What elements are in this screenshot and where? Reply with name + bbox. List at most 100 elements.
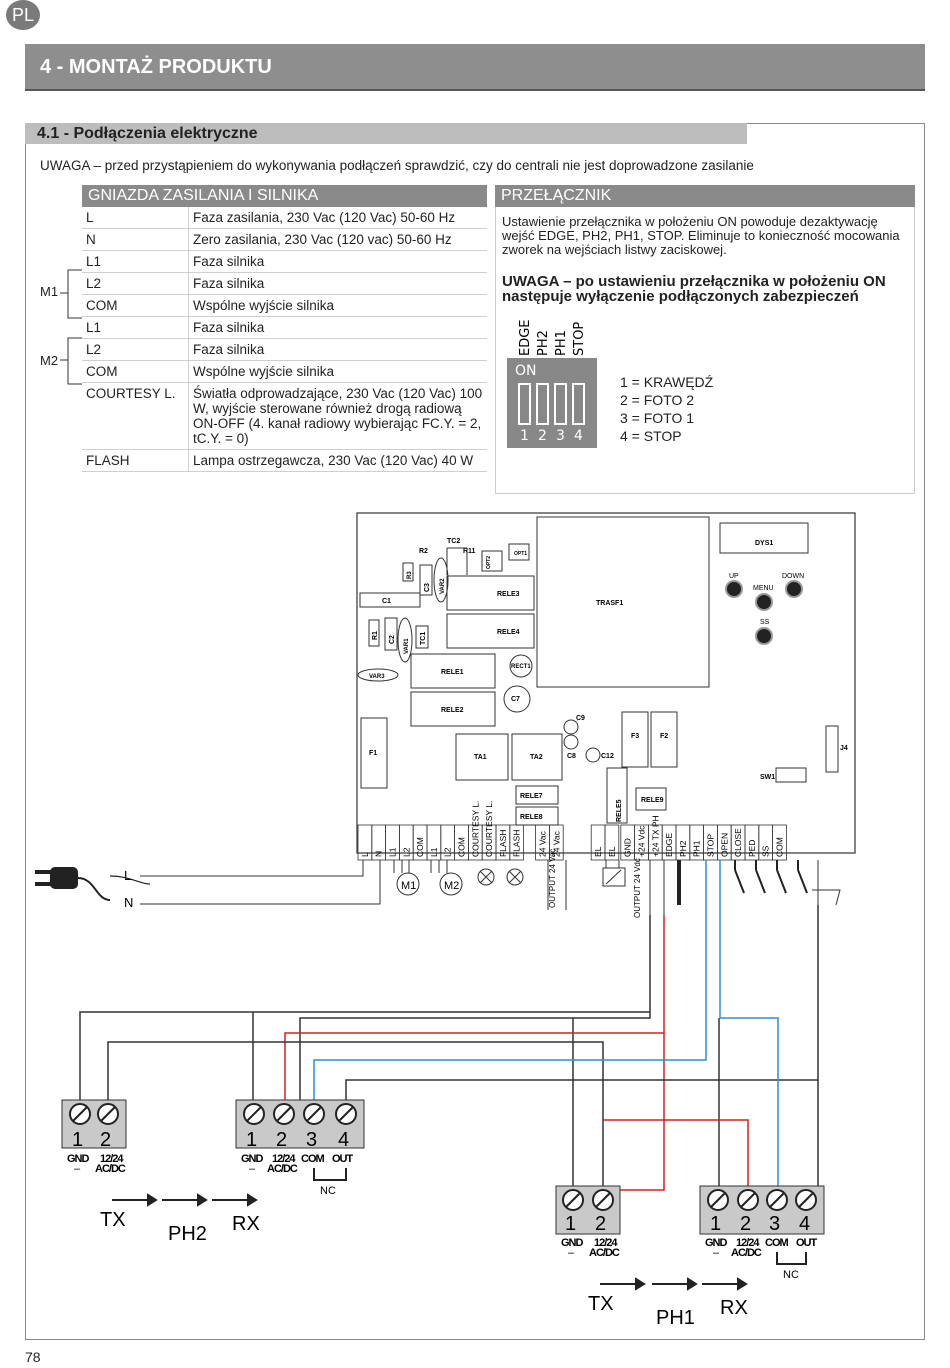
terminal-desc: Faza silnika [188,272,487,295]
ph1-beam-arrows [600,1277,748,1291]
part-label: SW1 [760,774,775,781]
term-label: GND [561,1237,584,1249]
term-label: GND [67,1153,90,1165]
term-num: 2 [740,1213,751,1235]
terminal-slot [549,824,564,861]
terminal-desc: Wspólne wyjście silnika [188,360,487,383]
part-label: RELE4 [497,629,520,636]
term-label: GND [705,1237,728,1249]
terminal-slot [772,824,787,861]
terminal-label: EDGE [664,833,674,857]
part-label: VAR2 [440,578,446,594]
section-title: 4.1 - Podłączenia elektryczne [25,123,747,144]
term-sub: AC/DC [95,1163,126,1175]
terminal-key: L1 [82,316,189,339]
resistor [368,619,380,647]
switch-warning: UWAGA – po ustawieniu przełącznika w poł… [502,273,886,305]
dip-label-stop: STOP [572,322,587,356]
wire-com-rx2 [345,905,819,1100]
transformer [536,516,710,688]
warning-text: UWAGA – przed przystąpieniem do wykonywa… [40,158,754,173]
terminal-label: SS [761,845,771,857]
transformer-small [455,733,509,781]
motor1-symbol: M1 [401,880,416,892]
wire-24v-tx1 [603,1033,665,1191]
ss-button[interactable] [755,627,773,645]
terminal-desc: Faza silnika [188,338,487,361]
relay [446,613,535,649]
terminal-key: COM [82,294,189,317]
dip-label-edge: EDGE [518,319,533,356]
term-sub: AC/DC [731,1247,762,1259]
dip-label-ph2: PH2 [536,330,551,356]
terminal-key: FLASH [82,449,189,472]
command-buttons-icon [734,860,808,894]
term-label: GND [241,1153,264,1165]
ph1-rx-block [699,1185,825,1235]
output-24vdc-label: OUTPUT 24 Vdc [633,858,642,918]
legend-item: 2 = FOTO 2 [620,392,695,408]
term-label: OUT [332,1153,354,1165]
legend-item: 4 = STOP [620,428,682,444]
term-sub: – [74,1163,81,1175]
terminal-label: EL [593,846,603,857]
flash-lamp-icon [506,868,524,886]
terminal-label: STOP [706,834,716,857]
part-label: R2 [419,548,428,555]
dip-on-label: ON [515,363,537,379]
capacitor [359,592,421,608]
power-table-title: GNIAZDA ZASILANIA I SILNIKA [82,185,487,207]
switch-title: PRZEŁĄCZNIK [495,185,915,207]
part-label: R3 [407,571,413,579]
term-label: 12/24 [736,1237,760,1249]
up-button[interactable] [725,580,743,598]
term-sub: – [568,1247,575,1259]
part-label: C8 [567,753,576,760]
part-label: RELE5 [616,799,623,822]
dip-slot-1 [518,383,531,425]
part-label: R11 [463,548,476,555]
menu-button[interactable] [755,593,773,611]
down-button[interactable] [785,580,803,598]
wire-ph1 [720,1017,779,1190]
connector [825,725,839,773]
nc-label: NC [783,1269,799,1281]
part-label: DYS1 [755,540,773,547]
part-label: C2 [389,635,396,644]
capacitor [585,747,601,763]
dip-legend: 1 = KRAWĘDŹ 2 = FOTO 2 3 = FOTO 1 4 = ST… [620,373,713,445]
dip-switch-illustration: EDGE PH2 PH1 STOP ON 1 2 3 4 [507,319,597,448]
terminal-label: L1 [429,847,439,857]
part-label: UP [729,573,739,580]
term-num: 1 [72,1129,83,1151]
display [719,522,809,554]
nc-label: NC [320,1185,336,1197]
capacitor [419,564,433,596]
terminal-key: L2 [82,272,189,295]
ph2-beam-arrows [112,1193,258,1207]
page-number: 78 [25,1349,41,1365]
wire-ph2 [313,860,707,1100]
wire-gnd [299,915,651,1100]
dip-switch[interactable] [775,767,807,783]
pcb-trace [446,547,468,575]
m1-wires [393,860,410,873]
terminal-label: 24 Vac [551,830,561,857]
term-num: 4 [799,1213,810,1235]
term-sub: AC/DC [589,1247,620,1259]
part-label: OPT2 [486,556,492,569]
terminal-label: EL [607,846,617,857]
part-label: TC2 [447,538,460,545]
capacitor [563,734,579,750]
legend-item: 1 = KRAWĘDŹ [620,374,714,390]
part-label: C1 [382,598,391,605]
term-label: 12/24 [272,1153,296,1165]
relay [446,575,535,611]
ph1-label: PH1 [656,1307,695,1329]
dip-body [507,358,597,448]
part-label: TA2 [530,754,543,761]
dip-num: 3 [556,428,565,444]
